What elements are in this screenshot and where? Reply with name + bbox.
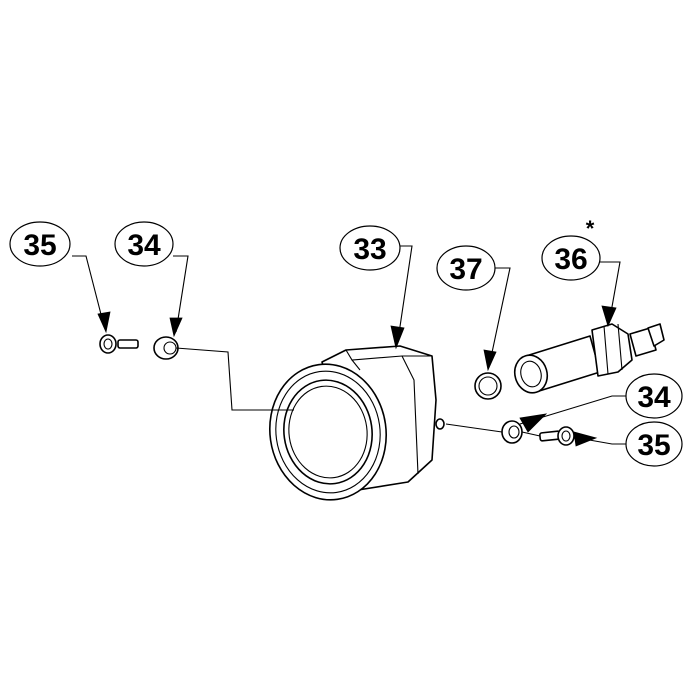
callout-33: 33 [339, 225, 401, 271]
callout-35-left: 35 [9, 221, 71, 267]
callout-label: 37 [449, 253, 482, 286]
part-34-washer-left [153, 336, 179, 360]
callout-34-right: 34 [625, 373, 683, 419]
part-35-screw-left [99, 334, 139, 354]
callout-36: 36 * [541, 216, 601, 281]
callout-35-right: 35 [625, 421, 683, 467]
callout-37: 37 [436, 245, 496, 291]
callout-label: 36 [554, 243, 587, 276]
callout-label: 35 [23, 229, 56, 262]
callout-label: 34 [127, 229, 161, 262]
callout-label: 34 [637, 381, 671, 414]
callout-34-left: 34 [114, 221, 174, 267]
part-36-fitting [513, 323, 665, 394]
callout-label: 35 [637, 429, 670, 462]
assembly-lines [175, 347, 541, 437]
part-37-o-ring [474, 372, 502, 400]
callout-label: 33 [353, 233, 386, 266]
callout-leaders [72, 245, 628, 447]
part-34-washer-right [501, 420, 523, 444]
part-35-screw-right [539, 426, 575, 446]
asterisk-mark: * [586, 216, 595, 241]
part-33-hex-body [268, 345, 445, 501]
